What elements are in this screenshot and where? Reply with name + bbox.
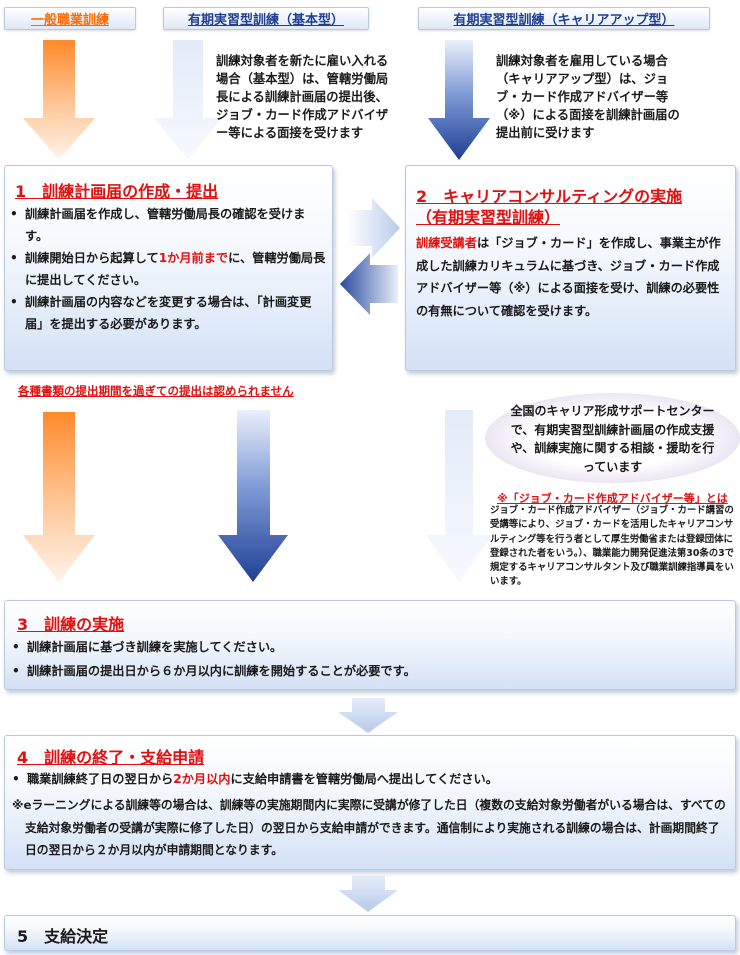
tab-general-training-label: 一般職業訓練 [30,13,109,28]
step2-panel: 2 キャリアコンサルティングの実施 （有期実習型訓練） 訓練受講者は「ジョブ・カ… [405,165,736,371]
step1-bullets: 訓練計画届を作成し、管轄労働局長の確認を受けます。 訓練開始日から起算して1か月… [7,203,327,335]
step4-bullets: 職業訓練終了日の翌日から2か月以内に支給申請書を管轄労働局へ提出してください。 [9,768,729,790]
step3-panel: 3 訓練の実施 訓練計画届に基づき訓練を実施してください。 訓練計画届の提出日か… [4,600,736,690]
step2-title-line1: 2 キャリアコンサルティングの実施 [416,187,683,206]
arrow-down-career-mid [426,410,492,582]
arrow-down-basic-top [154,40,222,160]
step2-title: 2 キャリアコンサルティングの実施 （有期実習型訓練） [416,186,731,228]
tab-basic-type: 有期実習型訓練（基本型） [163,7,369,30]
arrow-down-step3-4 [338,698,398,733]
step2-title-line2: （有期実習型訓練） [416,208,561,227]
step4-note: ※eラーニングによる訓練等の場合は、訓練等の実施期間内に実際に受講が修了した日（… [12,798,726,857]
deadline-highlight: 1か月前まで [158,251,229,265]
tab-career-up-type-label: 有期実習型訓練（キャリアアップ型） [453,13,675,28]
support-center-bubble [485,393,740,483]
step1-panel: 1 訓練計画届の作成・提出 訓練計画届を作成し、管轄労働局長の確認を受けます。 … [4,165,333,371]
step1-title: 1 訓練計画届の作成・提出 [15,182,219,201]
claim-deadline-highlight: 2か月以内 [173,772,231,786]
deadline-warning: 各種書類の提出期間を過ぎての提出は認められません [18,384,294,398]
tab-basic-type-label: 有期実習型訓練（基本型） [187,13,344,28]
step3-bullet-1: 訓練計画届に基づき訓練を実施してください。 [9,635,729,659]
step2-body: 訓練受講者は「ジョブ・カード」を作成し、事業主が作成した訓練カリキュラムに基づき… [416,236,721,318]
step3-bullets: 訓練計画届に基づき訓練を実施してください。 訓練計画届の提出日から６か月以内に訓… [9,635,729,683]
advisor-definition-body: ジョブ・カード作成アドバイザー（ジョブ・カード講習の受講等により、ジョブ・カード… [490,505,734,588]
note-basic: 訓練対象者を新たに雇い入れる場合（基本型）は、管轄労働局長による訓練計画届の提出… [216,54,389,140]
step1-bullet-3: 訓練計画届の内容などを変更する場合は、「計画変更届」を提出する必要があります。 [7,291,327,335]
arrow-right [347,198,400,258]
note-career: 訓練対象者を雇用している場合（キャリアアップ型）は、ジョブ・カード作成アドバイザ… [496,54,680,140]
step5-panel: 5 支給決定 [4,915,736,951]
arrow-left [340,253,398,315]
step4-title: 4 訓練の終了・支給申請 [17,748,205,767]
advisor-definition-title: ※「ジョブ・カード作成アドバイザー等」とは [497,492,728,505]
arrow-down-general-top [23,40,95,160]
step3-bullet-2: 訓練計画届の提出日から６か月以内に訓練を開始することが必要です。 [9,659,729,683]
support-center-text: 全国のキャリア形成サポートセンターで、有期実習型訓練計画届の作成支援や、訓練実施… [510,404,715,474]
tab-career-up-type: 有期実習型訓練（キャリアアップ型） [418,7,710,30]
step1-bullet-1: 訓練計画届を作成し、管轄労働局長の確認を受けます。 [7,203,327,247]
step1-bullet-2: 訓練開始日から起算して1か月前までに、管轄労働局長に提出してください。 [7,247,327,291]
arrow-down-basic-mid [218,410,288,582]
arrow-down-general-mid [23,412,95,582]
tab-general-training: 一般職業訓練 [4,7,136,30]
step4-panel: 4 訓練の終了・支給申請 職業訓練終了日の翌日から2か月以内に支給申請書を管轄労… [4,735,736,870]
arrow-down-career-top [428,40,490,160]
step4-bullet-1: 職業訓練終了日の翌日から2か月以内に支給申請書を管轄労働局へ提出してください。 [9,768,729,790]
step5-title: 5 支給決定 [17,927,109,946]
trainee-highlight: 訓練受講者 [416,236,477,250]
step3-title: 3 訓練の実施 [17,615,125,634]
arrow-down-step4-5 [338,876,398,912]
